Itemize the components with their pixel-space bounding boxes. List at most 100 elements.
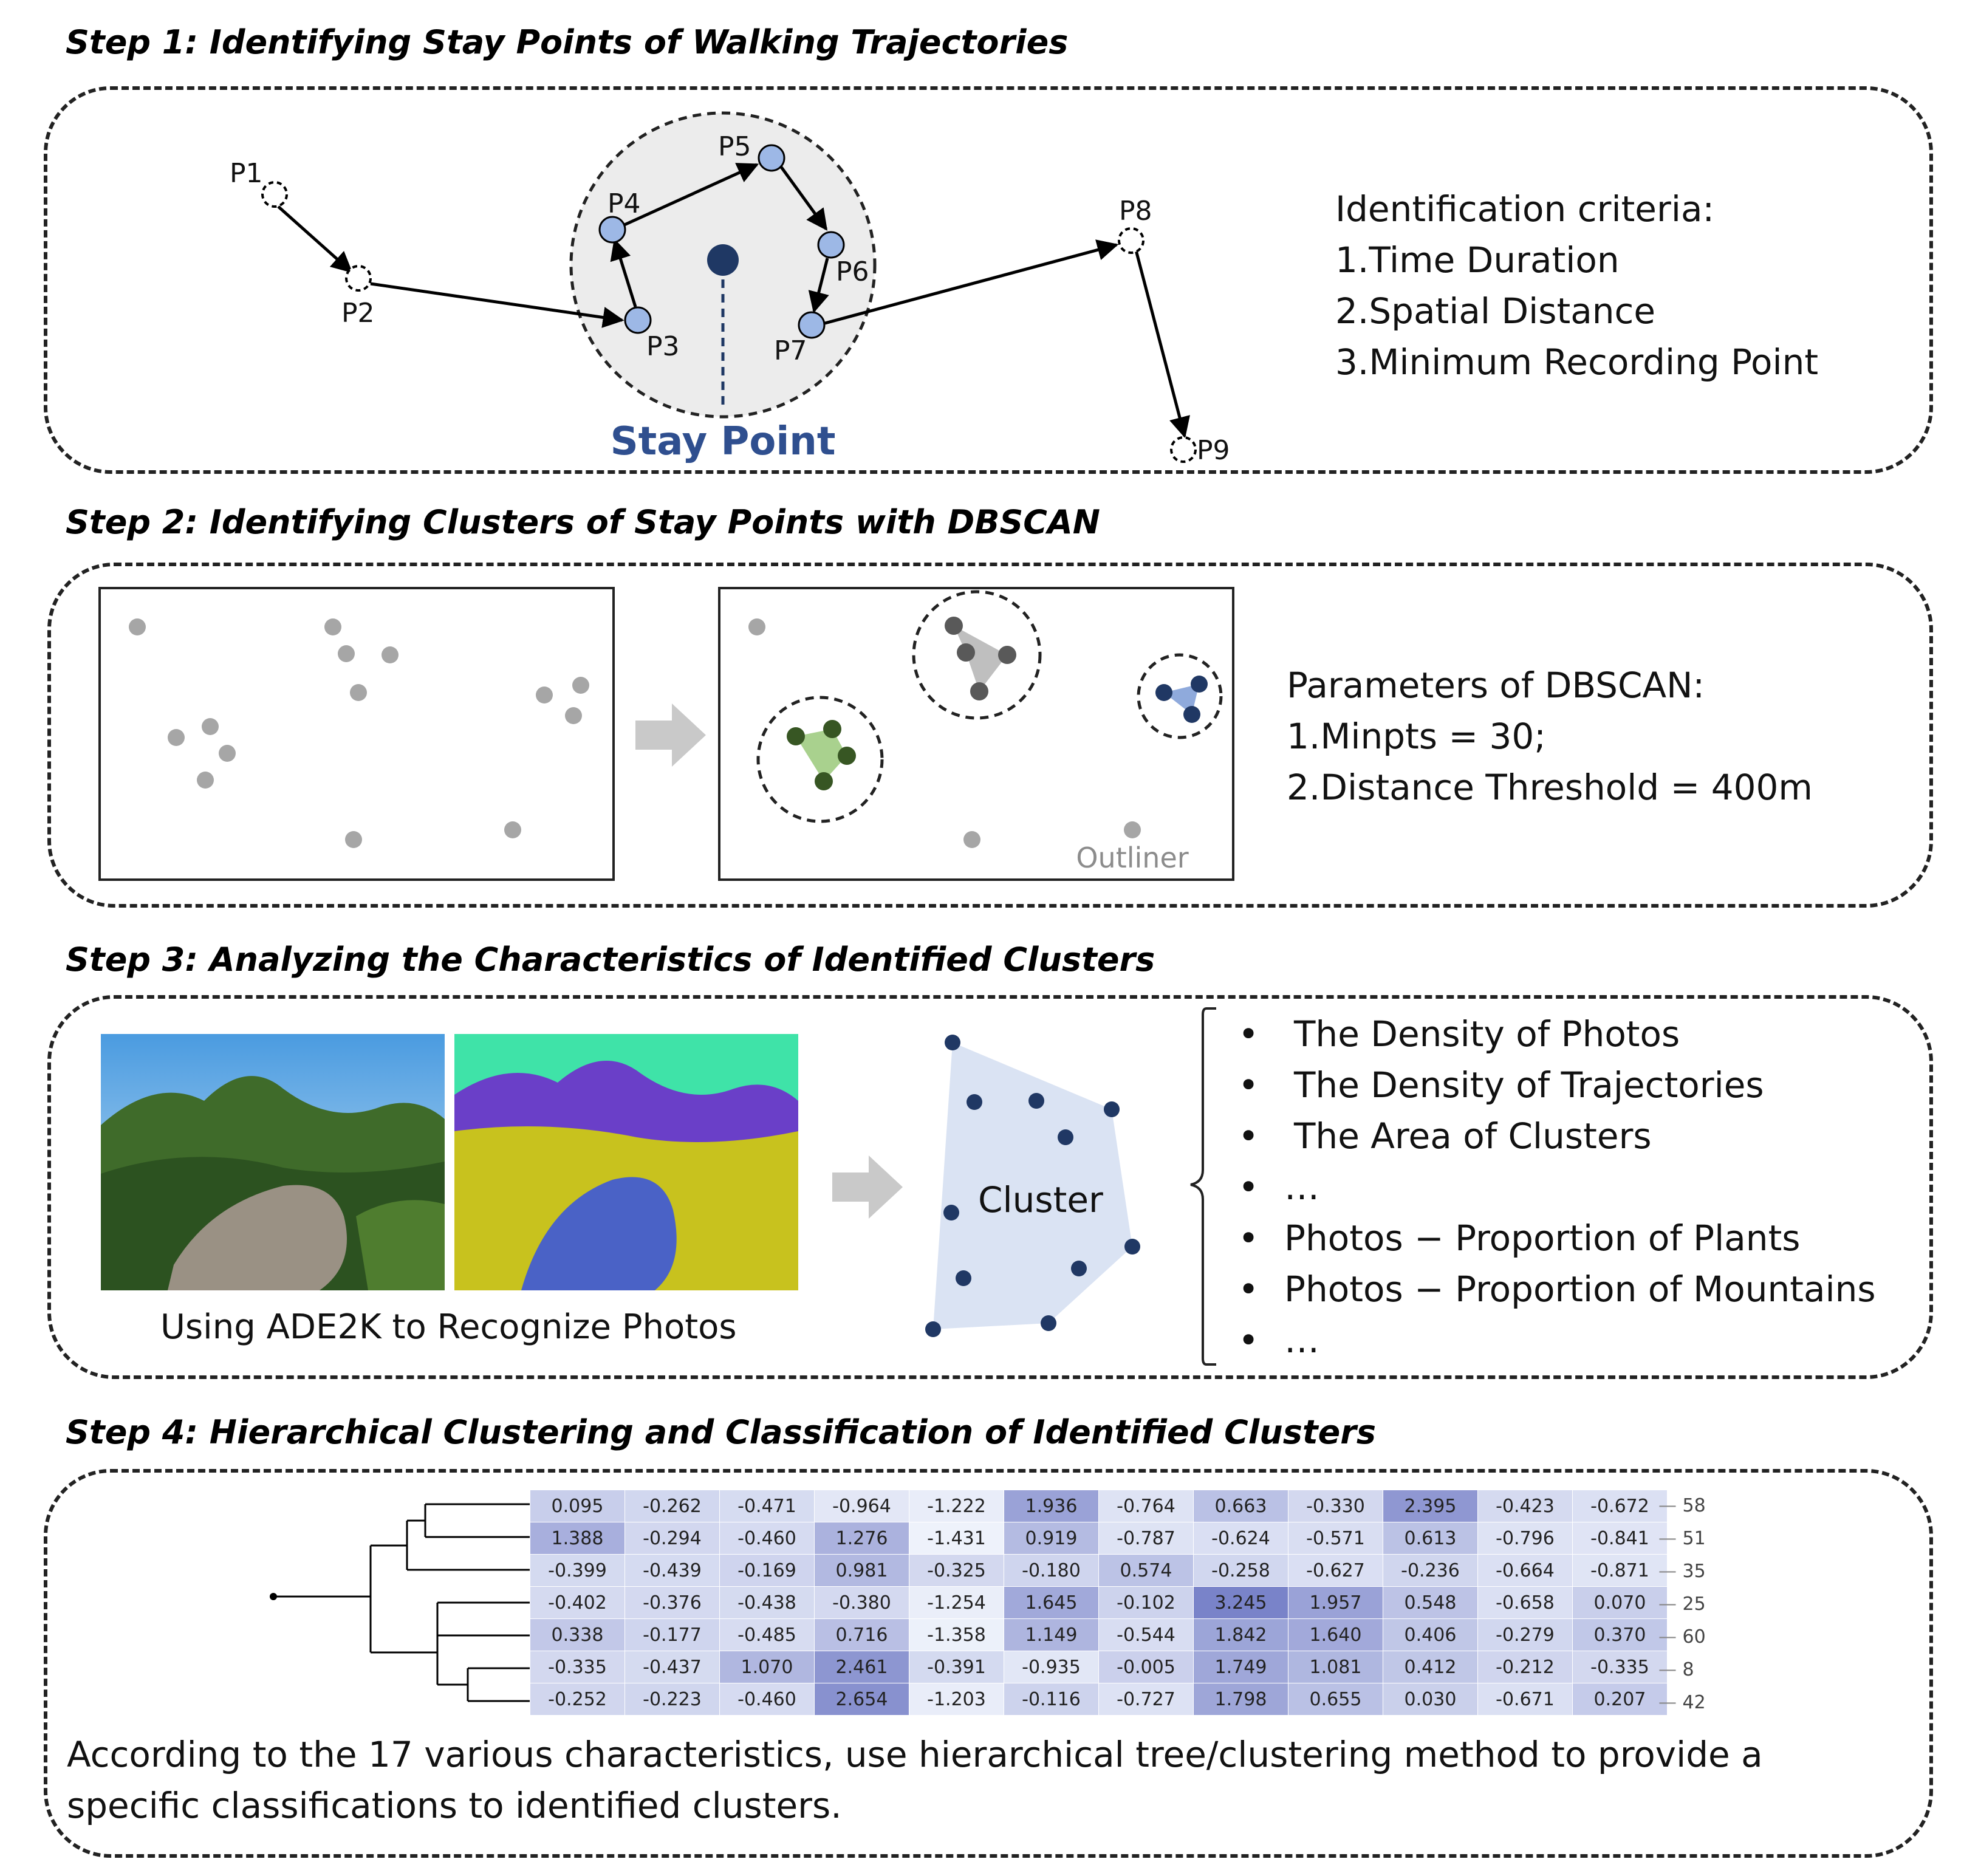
heatmap-cell: -0.423 xyxy=(1477,1490,1573,1522)
cluster-point xyxy=(957,643,975,662)
raw-point xyxy=(197,772,214,789)
heatmap-cell: -0.460 xyxy=(719,1683,815,1716)
heatmap-cell: -0.330 xyxy=(1288,1490,1383,1522)
heatmap-cell: -0.796 xyxy=(1477,1522,1573,1555)
point-p2 xyxy=(345,265,372,292)
cluster-hull xyxy=(933,1042,1132,1329)
brace-icon xyxy=(1190,1007,1216,1366)
row-label: — 60 xyxy=(1658,1626,1706,1648)
cluster-point xyxy=(967,1094,982,1110)
label-p2: P2 xyxy=(341,298,375,329)
raw-point xyxy=(219,745,236,762)
cluster-point xyxy=(945,1035,960,1050)
dendrogram-tree xyxy=(270,1503,535,1702)
step1-title: Step 1: Identifying Stay Points of Walki… xyxy=(66,23,1069,61)
criteria-item: 3.Minimum Recording Point xyxy=(1335,341,1819,383)
heatmap-cell: 1.640 xyxy=(1288,1618,1383,1651)
heatmap-cell: 1.070 xyxy=(719,1651,815,1683)
point-p4 xyxy=(598,216,626,244)
heatmap-cell: 0.663 xyxy=(1193,1490,1288,1522)
label-p1: P1 xyxy=(230,158,263,189)
mountain-photo xyxy=(101,1034,445,1290)
arrow-icon xyxy=(832,1155,903,1219)
raw-point xyxy=(382,646,399,663)
heatmap-cell: -1.222 xyxy=(909,1490,1004,1522)
heatmap-cell: -0.262 xyxy=(624,1490,720,1522)
heatmap-cell: -0.180 xyxy=(1004,1554,1099,1587)
heatmap-cell: -0.102 xyxy=(1098,1586,1194,1619)
criteria-block: Identification criteria: 1.Time Duration… xyxy=(1335,183,1818,388)
heatmap-cell: 0.574 xyxy=(1098,1554,1194,1587)
heatmap-cell: -0.658 xyxy=(1477,1586,1573,1619)
heatmap-cell: -0.672 xyxy=(1572,1490,1668,1522)
heatmap-cell: -0.252 xyxy=(530,1683,625,1716)
outlier-point xyxy=(748,618,765,635)
label-p9: P9 xyxy=(1197,435,1230,466)
heatmap-cell: -0.236 xyxy=(1383,1554,1478,1587)
heatmap-cell: 0.716 xyxy=(814,1618,909,1651)
heatmap-cell: -0.335 xyxy=(1572,1651,1668,1683)
photo-caption: Using ADE2K to Recognize Photos xyxy=(160,1307,737,1347)
heatmap-cell: 0.030 xyxy=(1383,1683,1478,1716)
step4-title: Step 4: Hierarchical Clustering and Clas… xyxy=(66,1413,1377,1451)
trajectory-segment xyxy=(370,282,624,328)
heatmap-cell: -1.203 xyxy=(909,1683,1004,1716)
cluster-point xyxy=(1104,1101,1120,1117)
heatmap-cell: 1.842 xyxy=(1193,1618,1288,1651)
point-p9 xyxy=(1170,436,1197,463)
step4-description: According to the 17 various characterist… xyxy=(67,1734,1763,1826)
heatmap-cell: 1.936 xyxy=(1004,1490,1099,1522)
step4-panel xyxy=(44,1469,1933,1858)
heatmap-cell: -0.391 xyxy=(909,1651,1004,1683)
cluster-point xyxy=(838,747,856,765)
step2-panel xyxy=(47,563,1933,908)
row-label: — 35 xyxy=(1658,1561,1706,1582)
row-label: — 8 xyxy=(1658,1659,1694,1680)
cluster-point xyxy=(1071,1261,1087,1276)
heatmap-cell: -0.439 xyxy=(624,1554,720,1587)
heatmap-cell: 0.406 xyxy=(1383,1618,1478,1651)
cluster-point xyxy=(956,1270,971,1286)
characteristic-item: •… xyxy=(1238,1320,1319,1361)
heatmap-cell: -0.005 xyxy=(1098,1651,1194,1683)
cluster-point xyxy=(1191,676,1208,693)
heatmap-cell: 0.613 xyxy=(1383,1522,1478,1555)
characteristic-item: •Photos − Proportion of Plants xyxy=(1238,1217,1801,1259)
dbscan-params: Parameters of DBSCAN: 1.Minpts = 30; 2.D… xyxy=(1287,660,1813,813)
heatmap-cell: -0.460 xyxy=(719,1522,815,1555)
step2-title: Step 2: Identifying Clusters of Stay Poi… xyxy=(66,503,1100,541)
criteria-item: 2.Spatial Distance xyxy=(1335,290,1656,332)
params-title: Parameters of DBSCAN: xyxy=(1287,665,1705,706)
heatmap-cell: -0.294 xyxy=(624,1522,720,1555)
point-p8 xyxy=(1118,227,1145,254)
heatmap-cell: -0.544 xyxy=(1098,1618,1194,1651)
step1-panel xyxy=(44,86,1933,474)
step3-title: Step 3: Analyzing the Characteristics of… xyxy=(66,940,1155,979)
heatmap-cell: -1.431 xyxy=(909,1522,1004,1555)
heatmap-cell: 0.070 xyxy=(1572,1586,1668,1619)
heatmap-cell: -0.437 xyxy=(624,1651,720,1683)
heatmap-cell: -0.177 xyxy=(624,1618,720,1651)
heatmap-cell: 0.412 xyxy=(1383,1651,1478,1683)
trajectory-segment xyxy=(1134,250,1190,439)
heatmap-cell: -0.935 xyxy=(1004,1651,1099,1683)
outlier-point xyxy=(963,831,980,848)
cluster-point xyxy=(943,1205,959,1220)
label-p7: P7 xyxy=(774,335,807,366)
cluster-hull-green xyxy=(796,729,847,781)
point-p6 xyxy=(817,231,845,259)
raw-point xyxy=(202,718,219,735)
heatmap-cell: -0.627 xyxy=(1288,1554,1383,1587)
stay-point-label: Stay Point xyxy=(611,419,836,464)
heatmap-cell: -0.212 xyxy=(1477,1651,1573,1683)
trajectory-segment xyxy=(824,239,1119,325)
cluster-point xyxy=(815,772,833,790)
param-item: 2.Distance Threshold = 400m xyxy=(1287,767,1813,808)
trajectory-segment xyxy=(808,258,829,313)
characteristics-list: •The Density of Photos •The Density of T… xyxy=(1238,1008,1876,1366)
row-label: — 25 xyxy=(1658,1594,1706,1615)
heatmap-cell: -1.254 xyxy=(909,1586,1004,1619)
